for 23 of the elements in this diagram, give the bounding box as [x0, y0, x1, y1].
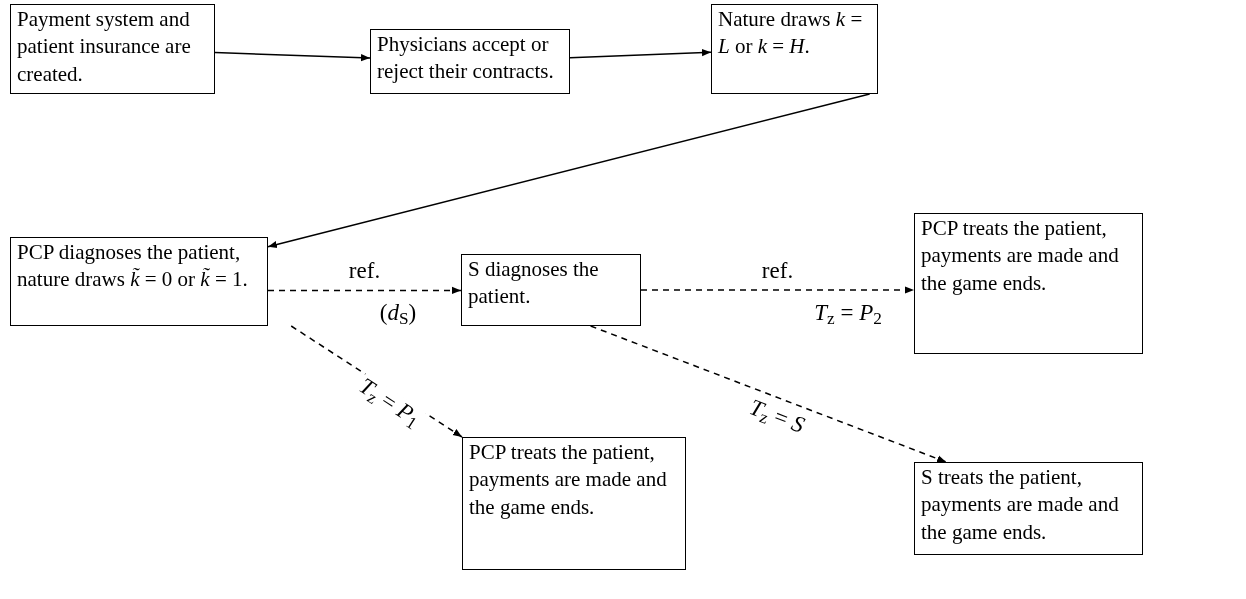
box-text: Physicians accept or reject their contracts. — [377, 31, 555, 86]
process-box — [461, 254, 641, 326]
process-box — [370, 29, 570, 94]
arrow — [214, 51, 371, 62]
box-text: S diagnoses the patient. — [468, 256, 600, 311]
math-label: (d$_{S}$) — [377, 300, 419, 324]
box-text: Nature draws k = L or k = H. — [718, 6, 864, 61]
box-text: Payment system and patient insurance are created. — [17, 6, 192, 88]
arrow — [569, 48, 712, 59]
process-box — [10, 4, 215, 94]
arrow — [640, 286, 915, 294]
process-box — [914, 462, 1143, 555]
box-text: PCP diagnoses the patient, nature draws k̃ = 0 or k̃ = 1. — [17, 239, 249, 294]
process-box — [711, 4, 878, 94]
process-box — [462, 437, 686, 570]
arrow — [589, 325, 947, 463]
arrow — [267, 286, 462, 294]
box-text: S treats the patient, payments are made and the game ends. — [921, 464, 1120, 546]
box-text: PCP treats the patient, payments are made and the game ends. — [921, 215, 1120, 297]
process-box — [10, 237, 268, 326]
box-text: PCP treats the patient, payments are made and the game ends. — [469, 439, 668, 521]
arrow — [267, 93, 871, 249]
process-box — [914, 213, 1143, 354]
